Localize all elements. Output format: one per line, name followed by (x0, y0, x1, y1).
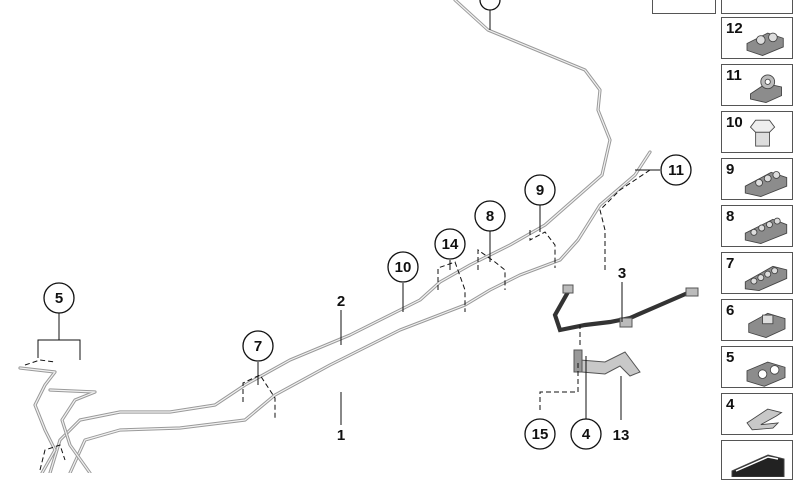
parts-tile-number: 10 (726, 114, 743, 131)
svg-text:11: 11 (668, 162, 684, 179)
quad-pipe-clip-icon (744, 217, 788, 244)
callout-7: 7 (242, 330, 274, 362)
svg-text:9: 9 (536, 182, 544, 199)
callout-8: 8 (474, 200, 506, 232)
double-pipe-clip-icon (746, 32, 784, 57)
callout-9: 9 (524, 174, 556, 206)
callout-2-top (479, 0, 501, 11)
parts-tile-9: 9 (721, 158, 793, 200)
svg-text:10: 10 (395, 259, 412, 276)
block-pipe-clip-icon (746, 361, 786, 387)
parts-tile-4: 4 (721, 393, 793, 435)
svg-text:5: 5 (55, 290, 63, 307)
parts-tile-number: 11 (726, 67, 742, 84)
svg-text:13: 13 (613, 427, 630, 444)
callout-5: 5 (43, 282, 75, 314)
pipe-clip-icon (750, 74, 782, 103)
parts-tile-cropped-right (721, 0, 793, 14)
parts-tile-cropped-bottom (721, 440, 793, 480)
parts-tile-number: 4 (726, 396, 735, 413)
brake-pipe-left-ends (18, 366, 97, 473)
svg-text:7: 7 (254, 338, 262, 355)
assembly-markers (24, 169, 651, 471)
hose-bracket (573, 349, 641, 377)
parts-tile-10: 10 (721, 111, 793, 153)
brake-pipe-lower (68, 150, 652, 473)
svg-text:2: 2 (337, 293, 345, 310)
parts-tile-number: 7 (726, 255, 735, 272)
brake-pipe-upper (48, 0, 612, 473)
square-pipe-clip-icon (748, 312, 786, 339)
parts-tile-number: 9 (726, 161, 735, 178)
svg-text:14: 14 (442, 236, 459, 253)
svg-text:8: 8 (486, 208, 494, 225)
callout-15: 15 (524, 418, 556, 450)
brake-hose (552, 284, 699, 333)
svg-text:15: 15 (532, 426, 549, 443)
callout-10: 10 (387, 251, 419, 283)
callout-14: 14 (434, 228, 466, 260)
callout-4: 4 (570, 418, 602, 450)
svg-text:4: 4 (582, 426, 591, 443)
hex-bolt-icon (749, 119, 776, 147)
spring-clip-icon (746, 408, 783, 431)
callout-3: 3 (618, 265, 626, 282)
parts-tile-number: 6 (726, 302, 735, 319)
parts-tile-number: 12 (726, 20, 743, 37)
parts-tile-6: 6 (721, 299, 793, 341)
parts-tile-5: 5 (721, 346, 793, 388)
parts-tile-12: 12 (721, 17, 793, 59)
callout-1: 1 (337, 427, 345, 444)
callout-11: 11 (660, 154, 692, 186)
parts-tile-number: 8 (726, 208, 735, 225)
callout-13: 13 (613, 427, 630, 444)
parts-tile-11: 11 (721, 64, 793, 106)
multi-pipe-clip-icon (744, 265, 788, 291)
triple-pipe-clip-icon (744, 171, 788, 197)
parts-tile-number: 5 (726, 349, 735, 366)
callout-2: 2 (337, 293, 345, 310)
svg-text:1: 1 (337, 427, 345, 444)
leader-lines (37, 6, 660, 425)
parts-tile-7: 7 (721, 252, 793, 294)
parts-tile-cropped-left (652, 0, 716, 14)
parts-tile-8: 8 (721, 205, 793, 247)
svg-text:3: 3 (618, 265, 626, 282)
